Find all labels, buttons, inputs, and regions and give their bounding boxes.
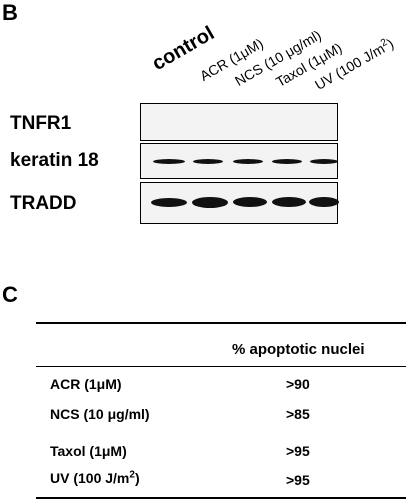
row-label-uv-text: UV (100 J/m [50, 470, 130, 486]
band-tradd-lane1 [151, 198, 187, 207]
column-header-apoptotic: % apoptotic nuclei [232, 341, 365, 358]
band-keratin18-lane3 [233, 159, 263, 164]
band-keratin18-lane2 [193, 159, 223, 164]
band-tradd-lane4 [272, 197, 306, 207]
band-tradd-lane5 [309, 197, 339, 207]
value-taxol: >95 [286, 443, 310, 459]
table-header-rule [36, 366, 406, 367]
row-label-tnfr1: TNFR1 [10, 113, 72, 134]
row-label-uv-after: ) [134, 470, 140, 486]
row-label-taxol: Taxol (1μM) [50, 443, 127, 459]
band-keratin18-lane1 [153, 159, 185, 164]
band-keratin18-lane5 [310, 159, 338, 164]
panel-c-letter: C [2, 282, 18, 307]
band-keratin18-lane4 [272, 159, 302, 164]
row-label-tradd: TRADD [10, 193, 77, 214]
band-tradd-lane3 [233, 197, 267, 207]
row-label-uv: UV (100 J/m2) [50, 470, 140, 486]
row-label-uv-sup: 2 [129, 469, 135, 481]
blot-tnfr1 [140, 103, 338, 141]
blot-keratin18 [140, 143, 338, 179]
band-tradd-lane2 [192, 197, 228, 208]
row-label-keratin18: keratin 18 [10, 150, 99, 171]
table-bottom-rule [36, 497, 406, 499]
blot-tradd [140, 182, 339, 224]
value-ncs: >85 [286, 406, 310, 422]
panel-b-letter: B [2, 0, 18, 25]
row-label-ncs: NCS (10 μg/ml) [50, 406, 150, 422]
value-acr: >90 [286, 376, 310, 392]
value-uv: >95 [286, 472, 310, 488]
table-top-rule [36, 322, 406, 324]
row-label-acr: ACR (1μM) [50, 376, 122, 392]
